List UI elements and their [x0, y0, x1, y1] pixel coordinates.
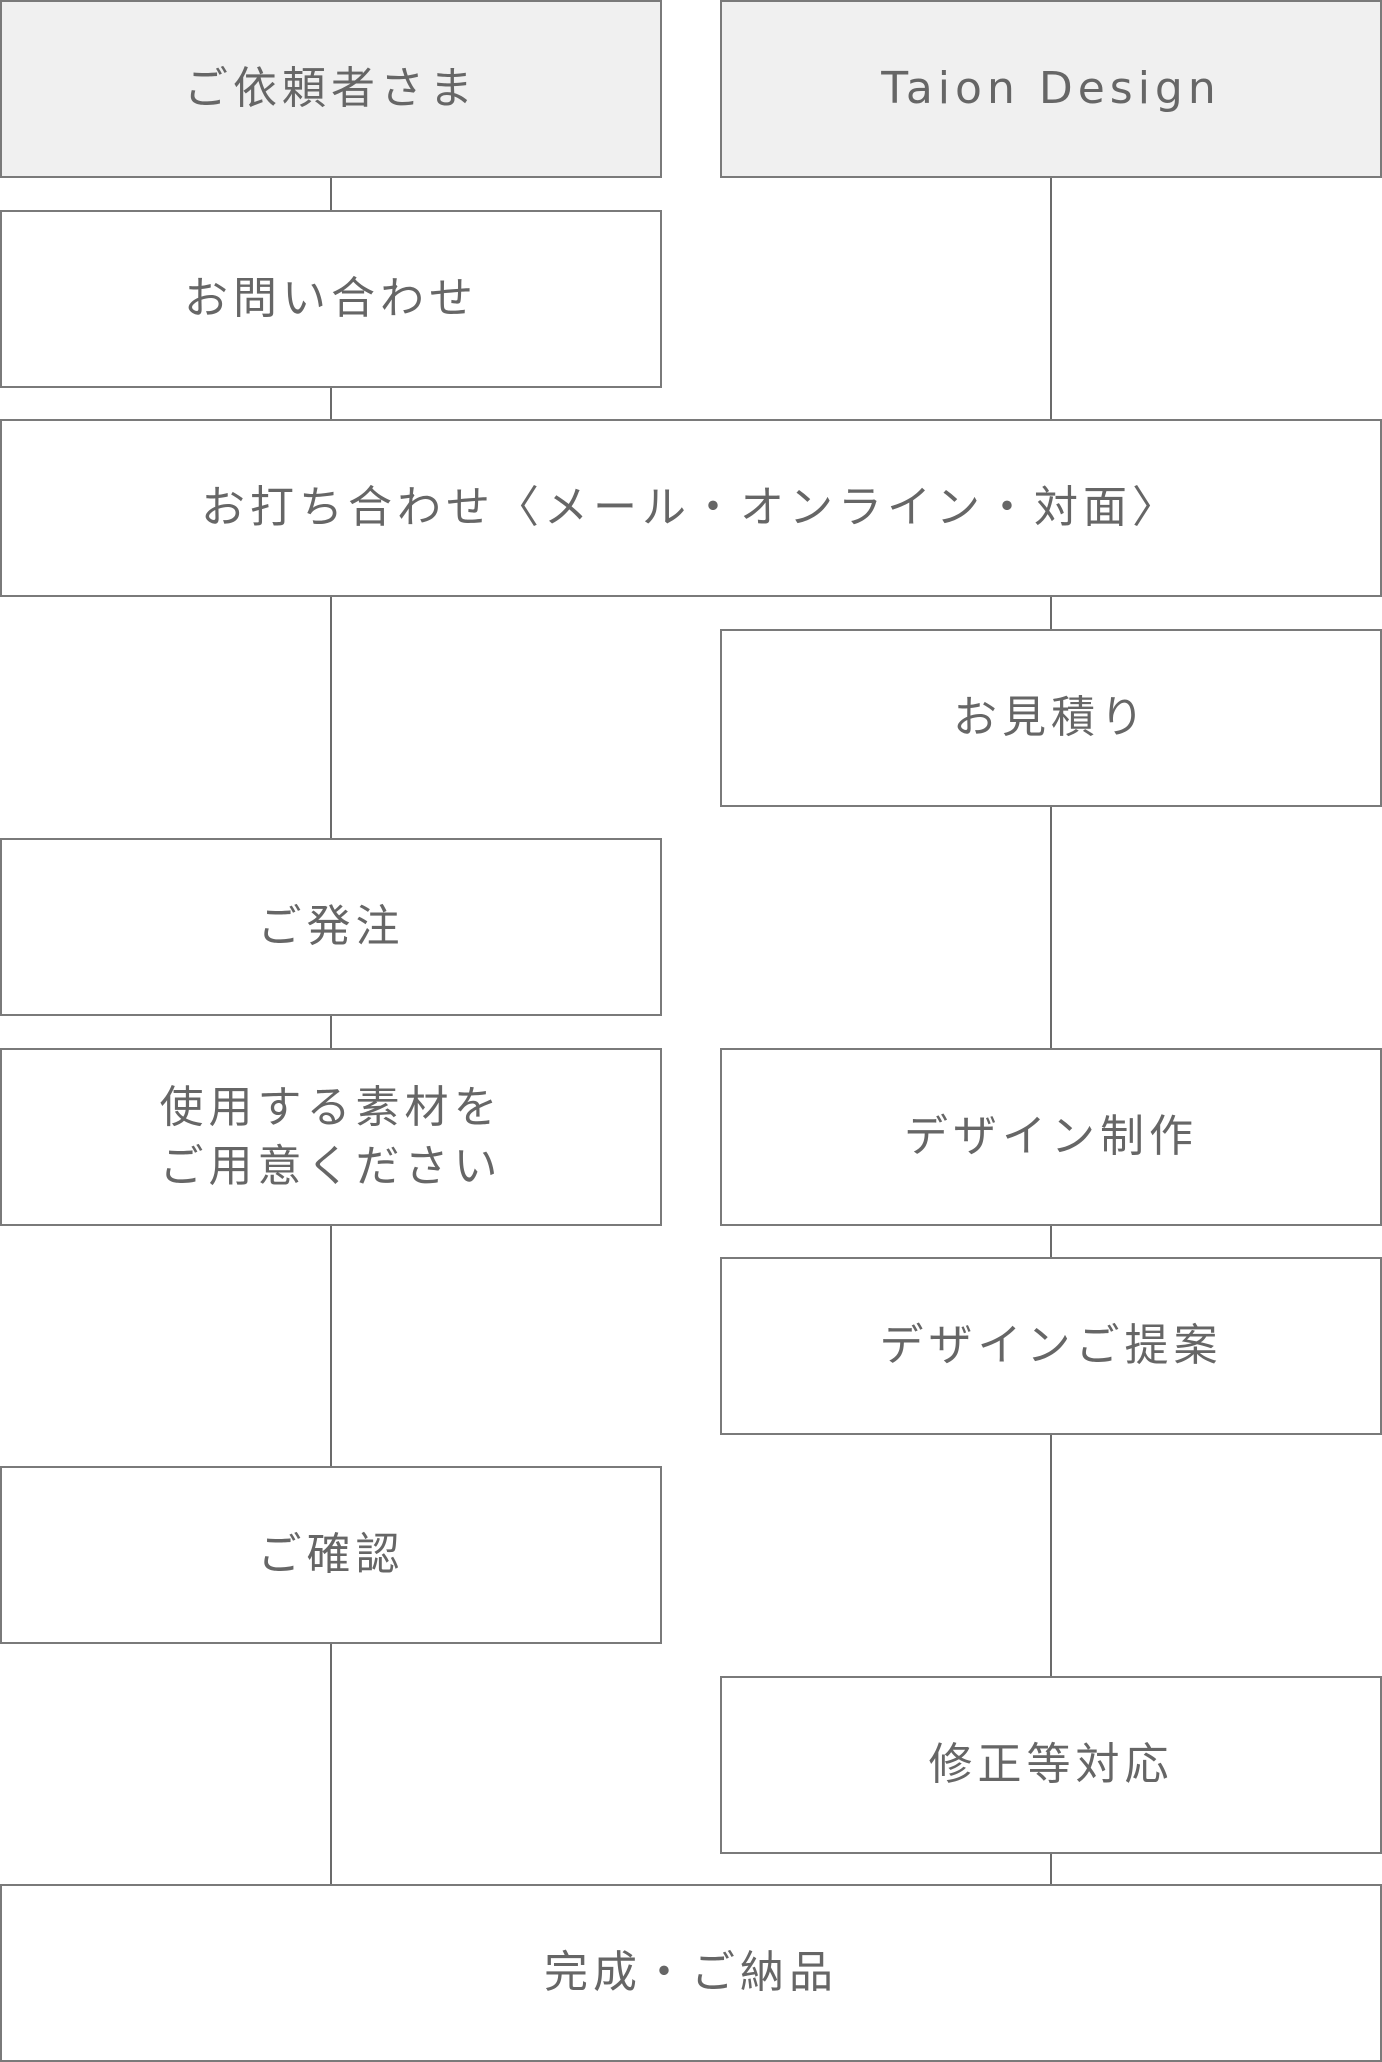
step-delivery: 完成・ご納品 [0, 1884, 1382, 2062]
company-connector-line [1050, 10, 1052, 1910]
step-design-production: デザイン制作 [720, 1048, 1382, 1226]
step-revisions: 修正等対応 [720, 1676, 1382, 1854]
step-confirmation: ご確認 [0, 1466, 662, 1644]
company-header: Taion Design [720, 0, 1382, 178]
client-header: ご依頼者さま [0, 0, 662, 178]
step-inquiry: お問い合わせ [0, 210, 662, 388]
step-design-proposal: デザインご提案 [720, 1257, 1382, 1435]
step-estimate: お見積り [720, 629, 1382, 807]
step-materials: 使用する素材を ご用意ください [0, 1048, 662, 1226]
step-meeting: お打ち合わせ〈メール・オンライン・対面〉 [0, 419, 1382, 597]
step-order: ご発注 [0, 838, 662, 1016]
